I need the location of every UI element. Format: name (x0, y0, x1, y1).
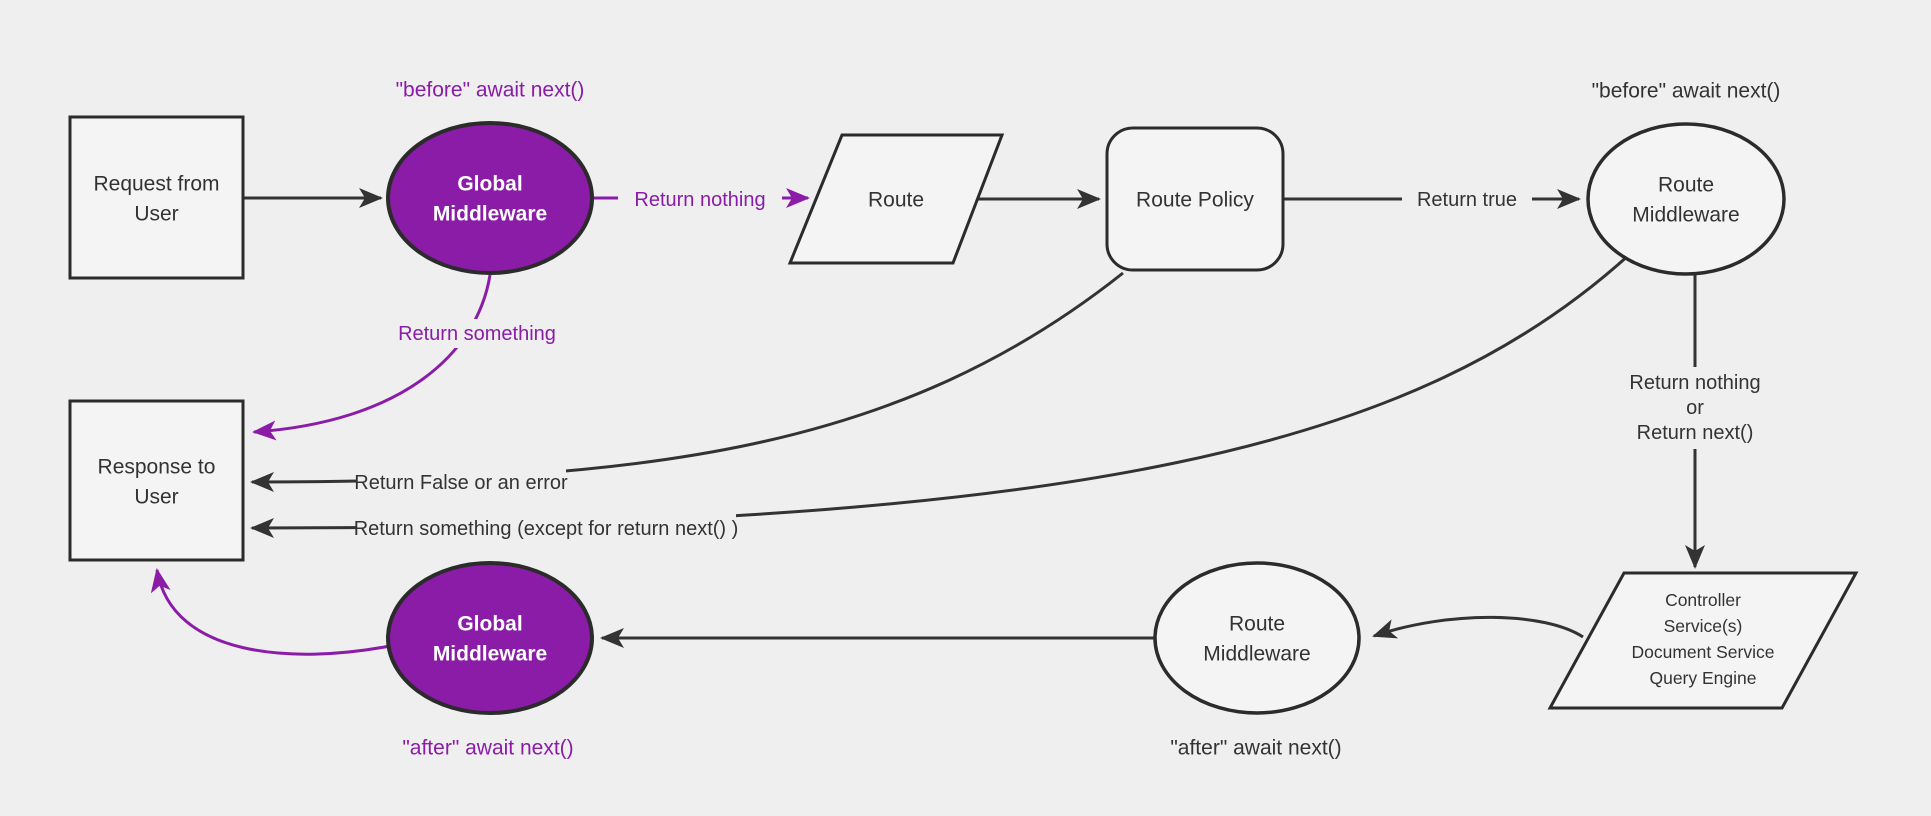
request-from-user-box (68, 115, 245, 280)
route-middleware-bottom-ellipse (1153, 561, 1361, 715)
route-policy-box (1105, 126, 1285, 272)
route-middleware-bottom-label-line1: Route (1229, 613, 1285, 636)
global-middleware-top-label-line2: Middleware (433, 203, 547, 226)
annotation-before-await-next-global: "before" await next() (396, 79, 585, 102)
response-to-user-label-line2: User (134, 486, 178, 509)
edge-route-policy-return-false (250, 271, 1124, 492)
route-label: Route (868, 189, 924, 212)
response-to-user-box (68, 399, 245, 562)
edge-label-return-nothing-line2: or (1686, 397, 1704, 419)
annotation-before-await-next-route: "before" await next() (1592, 80, 1781, 103)
node-global-middleware-bottom: Global Middleware (386, 561, 594, 715)
edge-label-return-something-except: Return something (except for return next… (354, 514, 739, 543)
controller-label-line2: Service(s) (1664, 616, 1743, 636)
request-from-user-label-line2: User (134, 203, 178, 226)
node-controller-services: Controller Service(s) Document Service Q… (1547, 571, 1859, 710)
label-background (1402, 184, 1532, 213)
global-middleware-top-label-line1: Global (457, 173, 522, 196)
label-background (618, 184, 782, 213)
node-route-middleware-bottom: Route Middleware (1153, 561, 1361, 715)
response-to-user-label-line1: Response to (98, 456, 216, 479)
label-background (1610, 367, 1780, 449)
route-middleware-top-label-line2: Middleware (1632, 204, 1739, 227)
node-route-policy: Route Policy (1105, 126, 1285, 272)
global-middleware-bottom-ellipse (386, 561, 594, 715)
edge-label-return-something-text: Return something (398, 323, 556, 345)
controller-label-line4: Query Engine (1649, 668, 1756, 688)
edge-controller-to-route-middleware-bottom (1372, 615, 1584, 639)
node-response-to-user: Response to User (68, 399, 245, 562)
edge-label-return-nothing-text: Return nothing (634, 189, 765, 211)
edge-label-return-false: Return False or an error (354, 468, 568, 497)
route-parallelogram (787, 133, 1005, 265)
edge-label-return-something-except-text: Return something (except for return next… (354, 518, 739, 540)
edge-label-return-nothing-line3: Return next() (1637, 422, 1754, 444)
route-middleware-top-ellipse (1586, 122, 1786, 276)
label-background (382, 319, 572, 348)
label-background (356, 468, 566, 497)
edge-label-return-nothing: Return nothing (618, 184, 782, 213)
controller-label-line3: Document Service (1632, 642, 1775, 662)
route-middleware-top-label-line1: Route (1658, 174, 1714, 197)
route-policy-label: Route Policy (1136, 189, 1254, 212)
node-global-middleware-top: Global Middleware (386, 121, 594, 275)
edge-label-return-something: Return something (382, 319, 572, 348)
edge-label-return-false-text: Return False or an error (354, 472, 568, 494)
edge-global-middleware-bottom-to-response (150, 568, 391, 656)
global-middleware-bottom-label-line2: Middleware (433, 643, 547, 666)
node-route-middleware-top: Route Middleware (1586, 122, 1786, 276)
node-route: Route (787, 133, 1005, 265)
edge-label-return-nothing-line1: Return nothing (1629, 372, 1760, 394)
node-request-from-user: Request from User (68, 115, 245, 280)
controller-label-line1: Controller (1665, 590, 1741, 610)
annotation-after-await-next-route: "after" await next() (1170, 737, 1341, 760)
request-from-user-label-line1: Request from (93, 173, 219, 196)
global-middleware-bottom-label-line1: Global (457, 613, 522, 636)
route-middleware-bottom-label-line2: Middleware (1203, 643, 1310, 666)
edge-label-return-nothing-or-next: Return nothing or Return next() (1610, 367, 1780, 449)
edge-label-return-true: Return true (1402, 184, 1532, 213)
label-background (356, 514, 736, 543)
controller-parallelogram (1547, 571, 1859, 710)
edge-global-middleware-return-something (252, 274, 492, 441)
edge-label-return-true-text: Return true (1417, 189, 1517, 211)
annotation-after-await-next-global: "after" await next() (402, 737, 573, 760)
global-middleware-top-ellipse (386, 121, 594, 275)
